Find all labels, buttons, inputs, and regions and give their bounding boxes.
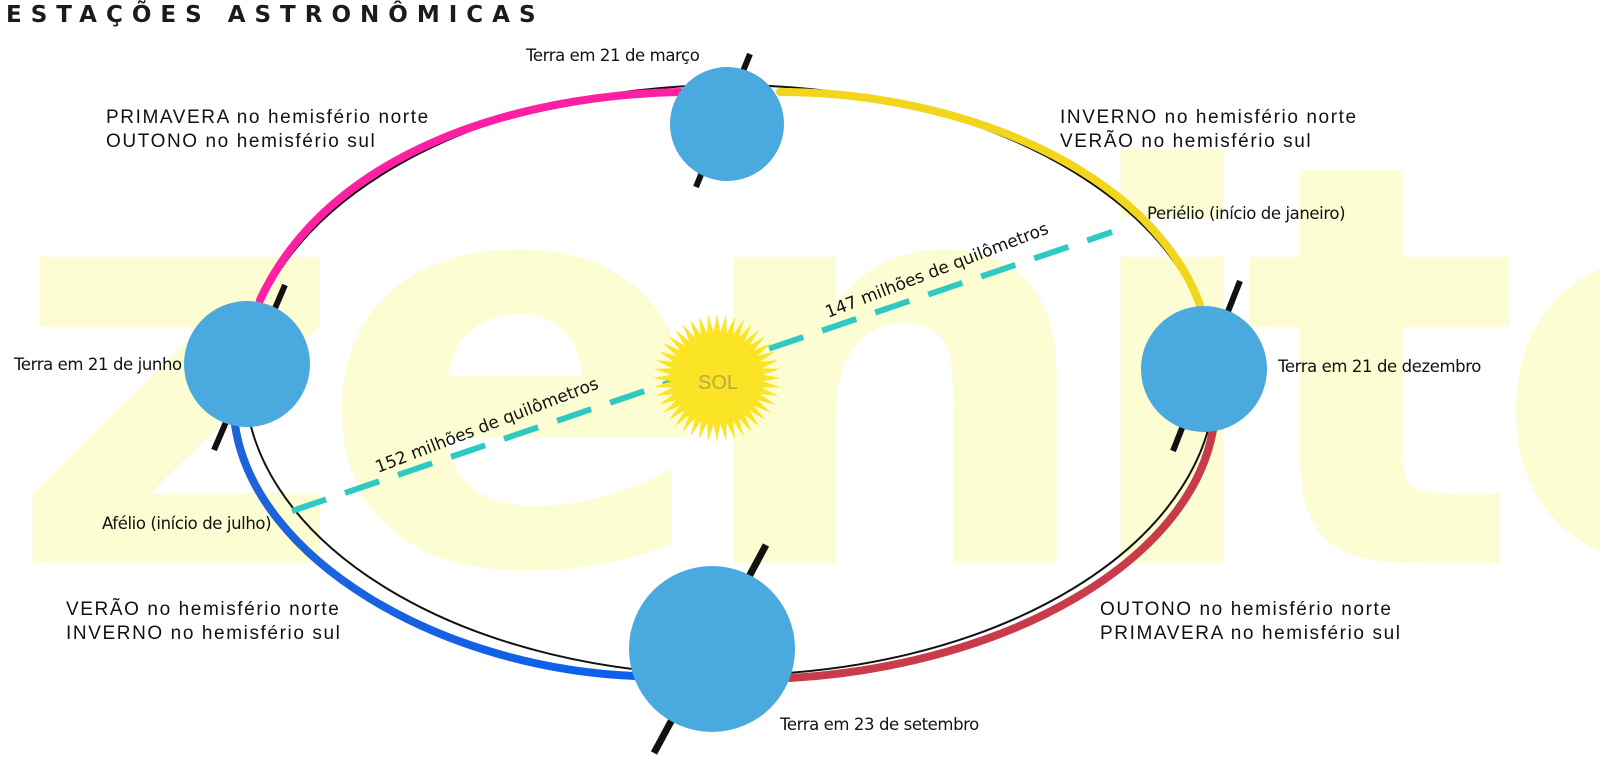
- orbit-arc-summer: [231, 421, 639, 680]
- aphelion-label: Afélio (início de julho): [102, 514, 272, 533]
- page-title: ESTAÇÕES ASTRONÔMICAS: [6, 2, 545, 28]
- sun-label: SOL: [698, 372, 738, 394]
- season-line: OUTONO no hemisfério norte: [1100, 599, 1393, 620]
- season-label-bottom-left: VERÃO no hemisfério norte INVERNO no hem…: [66, 598, 341, 646]
- season-label-top-right: INVERNO no hemisfério norte VERÃO no hem…: [1060, 106, 1358, 154]
- season-label-bottom-right: OUTONO no hemisfério norte PRIMAVERA no …: [1100, 598, 1402, 646]
- season-line: PRIMAVERA no hemisfério norte: [106, 107, 430, 128]
- season-line: VERÃO no hemisfério norte: [66, 599, 341, 620]
- sun-core: [673, 334, 761, 422]
- perihelion-label: Periélio (início de janeiro): [1147, 204, 1346, 223]
- season-line: INVERNO no hemisfério sul: [66, 623, 342, 644]
- orbit-arc-spring: [256, 88, 684, 304]
- distance-line: [291, 229, 1113, 514]
- earth-globe: [629, 566, 795, 732]
- earth-label-december: Terra em 21 de dezembro: [1278, 357, 1481, 376]
- earth-globe: [670, 67, 784, 181]
- earth-september: [629, 543, 795, 755]
- season-line: PRIMAVERA no hemisfério sul: [1100, 623, 1402, 644]
- orbit-arc-autumn: [786, 426, 1217, 682]
- sun: [653, 314, 781, 442]
- earth-globe: [1141, 306, 1267, 432]
- orbit-arc-winter: [776, 88, 1204, 309]
- earth-label-september: Terra em 23 de setembro: [780, 715, 979, 734]
- season-label-top-left: PRIMAVERA no hemisfério norte OUTONO no …: [106, 106, 430, 154]
- season-line: OUTONO no hemisfério sul: [106, 131, 377, 152]
- earth-label-march: Terra em 21 de março: [526, 46, 700, 65]
- earth-december: [1141, 279, 1267, 453]
- distance-label-perihelion: 147 milhões de quilômetros: [823, 219, 1052, 323]
- season-line: VERÃO no hemisfério sul: [1060, 131, 1313, 152]
- earth-label-june: Terra em 21 de junho: [14, 355, 182, 374]
- earth-march: [670, 52, 784, 189]
- distance-label-aphelion: 152 milhões de quilômetros: [373, 374, 602, 478]
- earth-globe: [184, 301, 310, 427]
- earth-june: [184, 283, 310, 452]
- season-line: INVERNO no hemisfério norte: [1060, 107, 1358, 128]
